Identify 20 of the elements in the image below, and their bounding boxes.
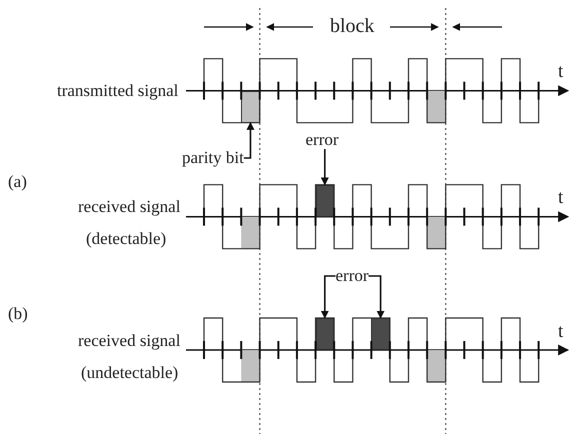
block-label: block	[330, 17, 374, 35]
case-label: (b)	[8, 305, 28, 323]
callout-text: parity bit	[182, 149, 244, 167]
signal-label: transmitted signal	[57, 82, 178, 100]
signal-label: received signal	[78, 198, 180, 216]
signal-label: received signal	[78, 332, 180, 350]
leader-arrow	[320, 275, 336, 319]
leader-arrow	[320, 149, 329, 186]
axis-label: t	[558, 323, 564, 341]
leader-arrow	[244, 122, 254, 159]
error-bit-block	[371, 318, 390, 350]
callout-text: error	[306, 131, 339, 149]
axis-label: t	[558, 63, 564, 81]
axis-label: t	[558, 189, 564, 207]
leader-arrow	[368, 275, 385, 319]
signal-note: (detectable)	[86, 230, 166, 248]
case-label: (a)	[8, 173, 27, 191]
callout-text: error	[336, 267, 369, 285]
signal-note: (undetectable)	[81, 364, 178, 382]
parity-bit-block	[241, 90, 260, 123]
